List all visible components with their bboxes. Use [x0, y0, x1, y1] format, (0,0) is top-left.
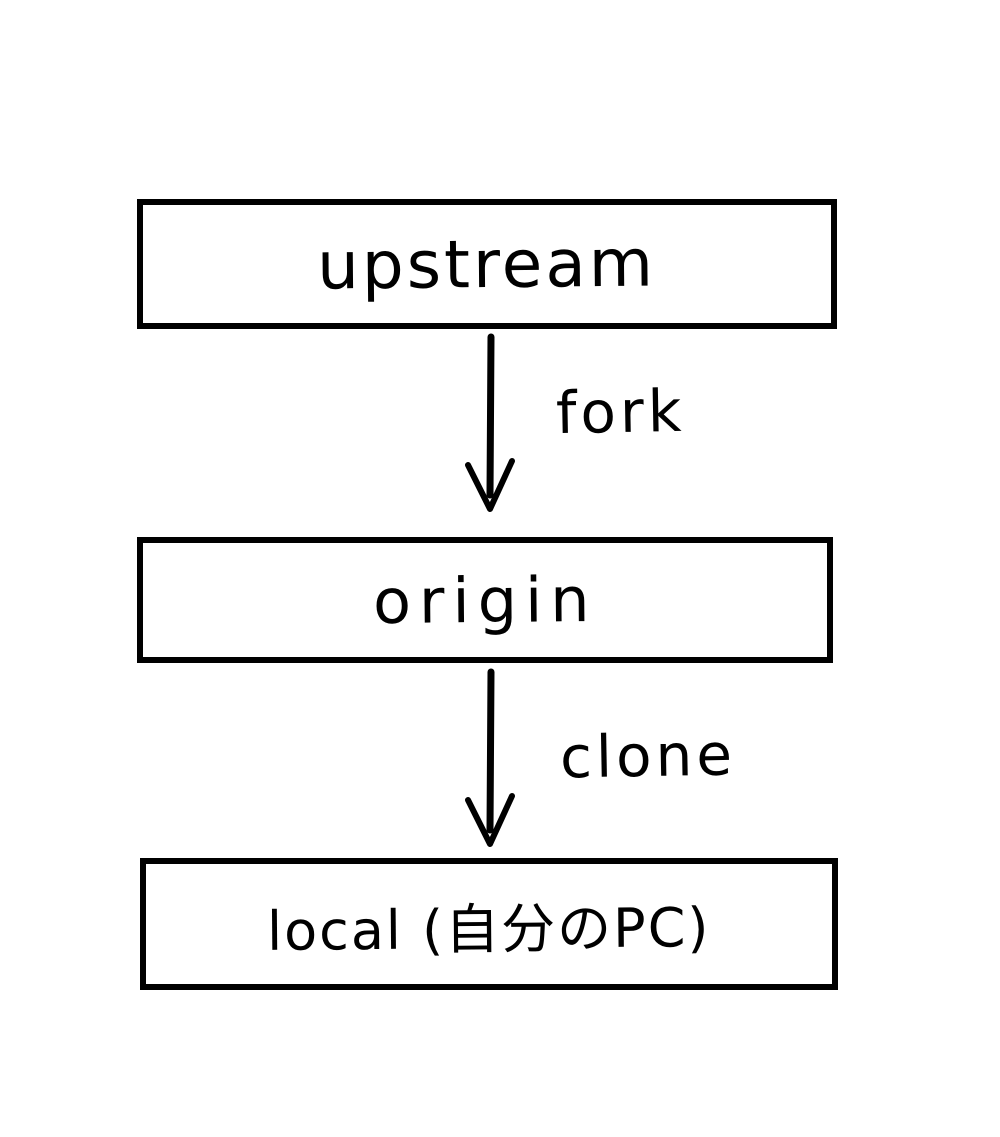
node-upstream: upstream	[137, 199, 837, 329]
node-local: local (自分のPC)	[140, 858, 838, 990]
arrow-down-icon	[465, 333, 515, 512]
node-origin: origin	[137, 537, 833, 663]
edge-label-clone: clone	[559, 720, 737, 792]
node-origin-label: origin	[372, 562, 598, 638]
edge-label-fork: fork	[555, 376, 686, 448]
arrow-down-icon	[465, 668, 515, 847]
node-upstream-label: upstream	[317, 224, 657, 304]
node-local-label: local (自分のPC)	[267, 895, 712, 963]
